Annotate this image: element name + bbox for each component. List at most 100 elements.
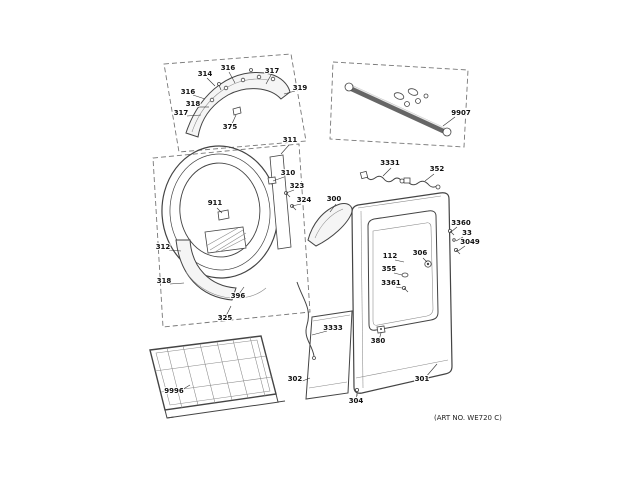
panel-bottom-line bbox=[355, 359, 449, 379]
panel-screw-shank bbox=[455, 249, 461, 255]
support-rod-highlight bbox=[349, 84, 447, 130]
access-panel-bottom-line bbox=[308, 381, 348, 389]
bulkhead-screw-shank bbox=[285, 192, 291, 198]
callout-33: 33 bbox=[462, 229, 472, 237]
harness-terminal bbox=[435, 184, 441, 190]
duct-band-detail bbox=[191, 78, 269, 133]
duct-screw-icon bbox=[256, 74, 262, 80]
callout-316-left: 316 bbox=[181, 88, 196, 96]
callout-306: 306 bbox=[413, 249, 428, 257]
art-number: (ART NO. WE720 C) bbox=[434, 414, 502, 422]
callout-300: 300 bbox=[327, 195, 342, 203]
rod-nut bbox=[415, 98, 421, 104]
callout-352: 352 bbox=[430, 165, 445, 173]
callout-3049: 3049 bbox=[460, 238, 480, 246]
harness-connector bbox=[403, 177, 411, 184]
ground-wire-terminal bbox=[312, 356, 316, 360]
support-rod bbox=[346, 84, 450, 135]
duct-screw-icon bbox=[240, 77, 246, 83]
lint-filter-group bbox=[307, 203, 353, 247]
duct-assembly-group bbox=[163, 53, 307, 153]
callout-319: 319 bbox=[293, 84, 308, 92]
callout-311: 311 bbox=[283, 136, 298, 144]
hatch-line bbox=[205, 227, 239, 247]
callout-396: 396 bbox=[231, 292, 246, 300]
rod-kit-dashed-box bbox=[329, 61, 469, 148]
bulkhead-screw-shank bbox=[291, 205, 297, 211]
ground-wire bbox=[296, 281, 315, 357]
bulkhead-clip bbox=[267, 176, 277, 185]
duct-screw-icon bbox=[223, 85, 229, 91]
duct-screw-icon bbox=[270, 76, 276, 82]
drum-front-middle-ring bbox=[169, 153, 271, 271]
panel-screw-shank bbox=[403, 287, 409, 293]
rack-wire bbox=[182, 345, 199, 406]
hatch-line bbox=[218, 237, 247, 253]
rod-washer bbox=[407, 88, 419, 96]
duct-screw-icon bbox=[209, 97, 215, 103]
callout-labels: 314 316 317 319 316 318 317 375 311 310 … bbox=[155, 63, 481, 406]
duct-band bbox=[185, 72, 291, 138]
callout-380: 380 bbox=[371, 337, 386, 345]
panel-grommet bbox=[401, 272, 409, 278]
duct-clip bbox=[232, 106, 242, 116]
callout-9996: 9996 bbox=[164, 387, 184, 395]
callout-302: 302 bbox=[288, 375, 303, 383]
callout-304: 304 bbox=[349, 397, 364, 405]
heater-pocket bbox=[175, 239, 237, 301]
harness-wire bbox=[407, 180, 438, 188]
callout-3333: 3333 bbox=[323, 324, 343, 332]
callout-375: 375 bbox=[223, 123, 238, 131]
callout-324: 324 bbox=[297, 196, 312, 204]
access-panel-group bbox=[305, 310, 353, 400]
rack-wire bbox=[199, 343, 216, 404]
rack-wire bbox=[216, 341, 233, 401]
callout-318-duct: 318 bbox=[186, 100, 201, 108]
callout-355: 355 bbox=[382, 265, 397, 273]
lower-shroud-line bbox=[185, 271, 267, 299]
rack-wire bbox=[249, 336, 266, 397]
duct-screw-icon bbox=[249, 68, 253, 72]
hatch-line bbox=[214, 232, 247, 253]
leader-lines bbox=[168, 71, 466, 401]
callout-316-top: 316 bbox=[221, 64, 236, 72]
duct-assembly-dashed-box bbox=[163, 53, 307, 153]
front-panel-group bbox=[351, 192, 461, 396]
rack-cross-wire bbox=[160, 376, 273, 393]
callout-112: 112 bbox=[383, 252, 398, 260]
drum-bracket bbox=[217, 209, 230, 221]
callout-317-top: 317 bbox=[265, 67, 280, 75]
callout-3331: 3331 bbox=[380, 159, 400, 167]
rod-kit-group bbox=[329, 61, 469, 148]
bulkhead-dashed-box bbox=[152, 143, 311, 328]
duct-screw-shank bbox=[218, 84, 222, 91]
rack-wire bbox=[232, 339, 249, 399]
hatch-line bbox=[209, 229, 244, 251]
harness-connector bbox=[359, 170, 369, 180]
rack-cross-wire bbox=[154, 355, 267, 372]
rack-wire bbox=[166, 347, 183, 409]
door-opening-inner-line bbox=[372, 222, 434, 326]
access-panel bbox=[305, 310, 353, 400]
rod-end-cap bbox=[344, 82, 354, 92]
callout-325: 325 bbox=[218, 314, 233, 322]
callout-9907: 9907 bbox=[451, 109, 471, 117]
panel-top-line bbox=[357, 195, 442, 209]
callout-317-left: 317 bbox=[174, 109, 189, 117]
callout-310: 310 bbox=[281, 169, 296, 177]
lint-filter-detail bbox=[314, 208, 344, 239]
callout-312: 312 bbox=[156, 243, 171, 251]
door-latch-pin bbox=[380, 328, 382, 330]
bulkhead-assembly-group bbox=[152, 143, 311, 328]
callout-3361: 3361 bbox=[381, 279, 401, 287]
callout-301: 301 bbox=[415, 375, 430, 383]
panel-flange-line bbox=[360, 210, 364, 389]
rod-washer bbox=[393, 92, 405, 100]
callout-3360: 3360 bbox=[451, 219, 471, 227]
callout-323: 323 bbox=[290, 182, 305, 190]
front-panel-outline bbox=[351, 192, 453, 394]
harness-group bbox=[359, 170, 441, 190]
callout-318-bulkhead: 318 bbox=[157, 277, 172, 285]
ground-wire-group bbox=[296, 281, 316, 360]
